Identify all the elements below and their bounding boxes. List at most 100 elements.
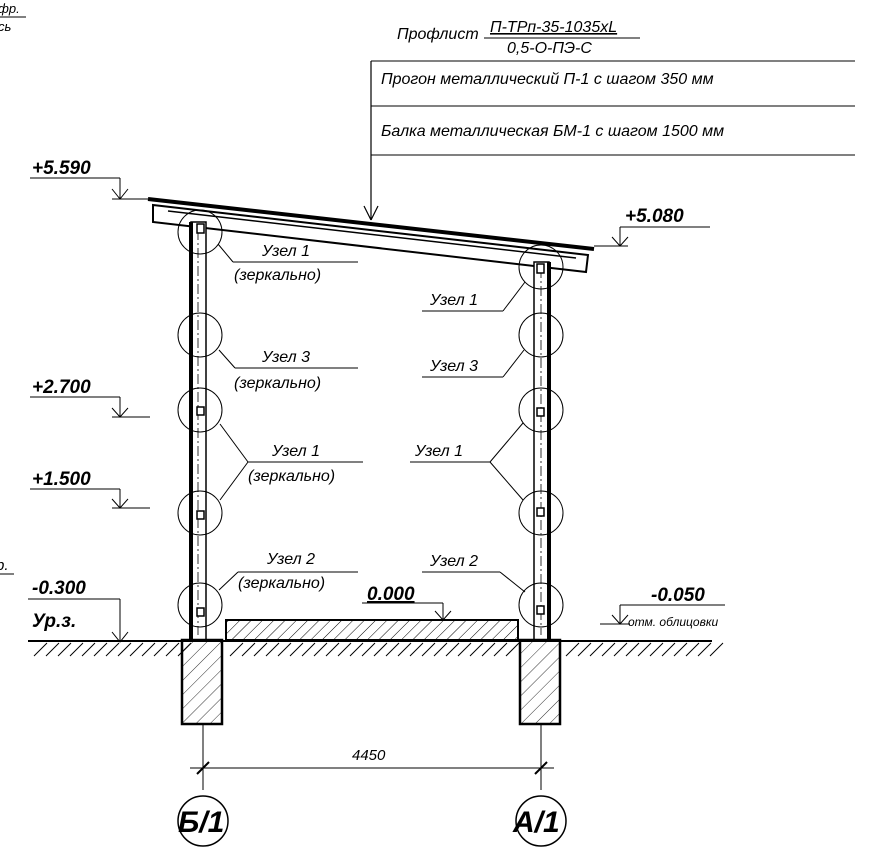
- ground-hatch-stroke: [313, 642, 328, 657]
- ground-hatch-stroke: [105, 642, 120, 657]
- ground-hatch-stroke: [69, 642, 84, 657]
- node-labels-right: Узел 1 Узел 3 Узел 1 Узел 2: [410, 281, 526, 593]
- ground-hatch-stroke: [565, 642, 580, 657]
- roof: [147, 197, 595, 274]
- node-right-3-title: Узел 1: [414, 443, 463, 460]
- elevation-1500: +1.500: [30, 469, 150, 509]
- ground-hatch-stroke: [589, 642, 604, 657]
- grid-axis-left-label: Б/1: [178, 806, 224, 839]
- ground-hatch-stroke: [577, 642, 592, 657]
- ground-hatch-stroke: [153, 642, 168, 657]
- node-left-1-title: Узел 1: [261, 243, 310, 260]
- elev-0300-text: -0.300: [32, 578, 86, 599]
- ground-hatch-stroke: [265, 642, 280, 657]
- ground-hatch-stroke: [337, 642, 352, 657]
- ground-hatch-stroke: [45, 642, 60, 657]
- node-left-4-title: Узел 2: [266, 551, 315, 568]
- node-circles-left: [177, 209, 223, 628]
- node-circle: [518, 387, 564, 433]
- ground: [28, 640, 724, 657]
- profile-denominator: 0,5-О-ПЭ-С: [507, 40, 592, 57]
- elevation-top-left: +5.590: [30, 158, 148, 200]
- beam-label: Балка металлическая БМ-1 с шагом 1500 мм: [381, 123, 724, 140]
- elevation-zero: 0.000: [362, 584, 452, 621]
- node-left-2-sub: (зеркально): [234, 375, 321, 392]
- ground-hatch-stroke: [57, 642, 72, 657]
- elevation-minus-0300: -0.300 Ур.з.: [28, 578, 129, 643]
- ground-hatch-stroke: [613, 642, 628, 657]
- ground-hatch-stroke: [141, 642, 156, 657]
- ground-hatch-stroke: [709, 642, 724, 657]
- elevation-2700: +2.700: [30, 377, 150, 418]
- ground-hatch-stroke: [457, 642, 472, 657]
- callout-table: Профлист П-ТРп-35-1035xL 0,5-О-ПЭ-С Прог…: [363, 19, 855, 221]
- node-circle: [177, 312, 223, 358]
- dimension-4450: 4450: [190, 724, 554, 790]
- profile-label: Профлист: [397, 26, 479, 43]
- grid-axis-right: А/1: [512, 795, 567, 847]
- ground-hatch-stroke: [649, 642, 664, 657]
- ground-hatch-stroke: [93, 642, 108, 657]
- node-left-2-title: Узел 3: [261, 349, 310, 366]
- ground-hatch-stroke: [229, 642, 244, 657]
- node-circle: [177, 582, 223, 628]
- node-circle: [177, 387, 223, 433]
- ground-hatch-stroke: [129, 642, 144, 657]
- dimension-text: 4450: [352, 747, 386, 764]
- ground-hatch-stroke: [117, 642, 132, 657]
- node-circles-right: [518, 244, 564, 628]
- ground-hatch-stroke: [325, 642, 340, 657]
- node-left-4-sub: (зеркально): [238, 575, 325, 592]
- purlin-label: Прогон металлический П-1 с шагом 350 мм: [381, 71, 714, 88]
- roof-beam-inner: [167, 210, 577, 259]
- ground-hatch-stroke: [505, 642, 520, 657]
- ground-hatch-stroke: [241, 642, 256, 657]
- edge-text-top-2: сь: [0, 19, 12, 34]
- ground-hatch-stroke: [661, 642, 676, 657]
- ground-hatch-stroke: [361, 642, 376, 657]
- edge-text-mid: р.: [0, 557, 9, 574]
- foundation-left: [180, 638, 224, 726]
- ground-hatch-stroke: [277, 642, 292, 657]
- elev-5080-text: +5.080: [625, 206, 684, 227]
- node-left-3-sub: (зеркально): [248, 468, 335, 485]
- roof-sheet: [147, 197, 595, 251]
- elev-2700-text: +2.700: [32, 377, 91, 398]
- callout-arrow-1: [363, 205, 372, 221]
- ground-hatch-stroke: [601, 642, 616, 657]
- elevation-top-right: +5.080: [594, 206, 710, 247]
- elev-5590-text: +5.590: [32, 158, 91, 179]
- node-left-3-title: Узел 1: [271, 443, 320, 460]
- node-labels-left: Узел 1 (зеркально) Узел 3 (зеркально) Уз…: [217, 243, 363, 592]
- ground-hatch-stroke: [685, 642, 700, 657]
- foundation-right: [518, 638, 562, 726]
- ground-hatch-stroke: [481, 642, 496, 657]
- ground-hatch-stroke: [289, 642, 304, 657]
- ground-hatch-stroke: [397, 642, 412, 657]
- node-left-1-sub: (зеркально): [234, 267, 321, 284]
- edge-text-top-1: фр.: [0, 1, 20, 16]
- node-circle: [518, 244, 564, 290]
- node-circle: [518, 312, 564, 358]
- node-right-2-title: Узел 3: [429, 358, 478, 375]
- ground-hatch-stroke: [493, 642, 508, 657]
- elev-zero-text: 0.000: [367, 584, 415, 605]
- ground-hatch-stroke: [253, 642, 268, 657]
- node-circle: [177, 490, 223, 536]
- ground-hatch-stroke: [385, 642, 400, 657]
- node-right-4-title: Узел 2: [429, 553, 478, 570]
- ground-hatch-stroke: [409, 642, 424, 657]
- ground-hatch-stroke: [445, 642, 460, 657]
- node-circle: [518, 490, 564, 536]
- node-right-1-title: Узел 1: [429, 292, 478, 309]
- callout-arrow-2: [370, 205, 379, 221]
- ground-hatch-stroke: [33, 642, 48, 657]
- ground-hatch-stroke: [469, 642, 484, 657]
- grid-axis-left: Б/1: [177, 795, 229, 847]
- elev-1500-text: +1.500: [32, 469, 91, 490]
- ground-level-text: Ур.з.: [32, 611, 76, 632]
- ground-hatch-stroke: [81, 642, 96, 657]
- ground-hatch-stroke: [637, 642, 652, 657]
- elevation-minus-0050: -0.050 отм. облицовки: [600, 585, 725, 629]
